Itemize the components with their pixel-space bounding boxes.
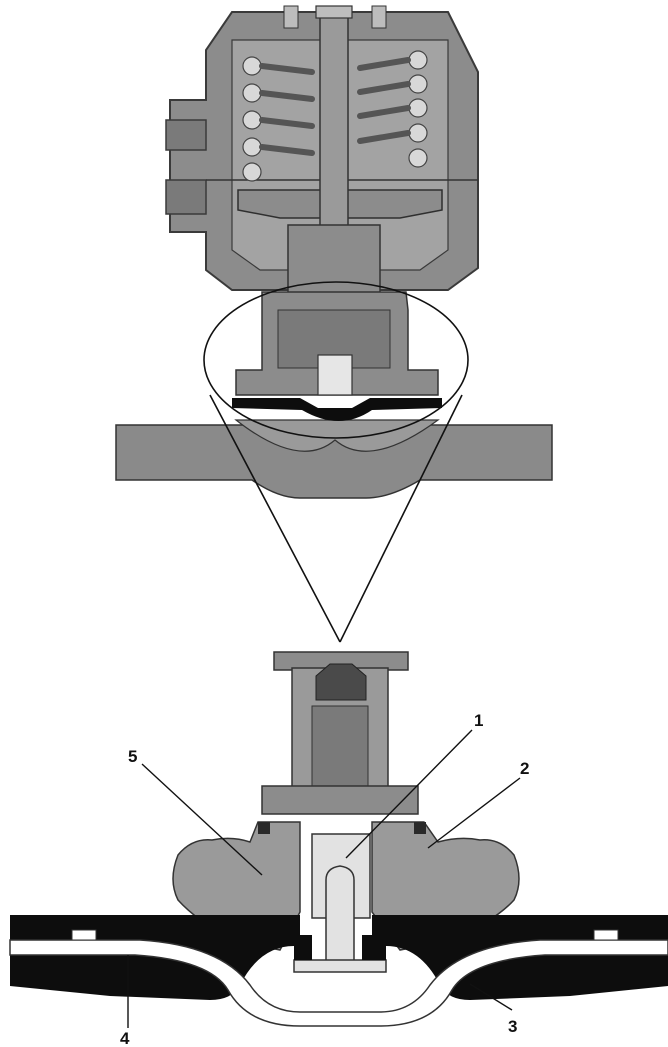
bolt-left <box>283 5 299 29</box>
backing-part-4 <box>9 939 668 1027</box>
callout-labels: 1 2 3 4 5 <box>120 711 529 1047</box>
callout-2: 2 <box>520 759 529 778</box>
cone-line-left <box>209 394 341 643</box>
compressor <box>317 354 353 396</box>
ring-part-2-right <box>414 822 426 834</box>
weir <box>234 419 440 452</box>
leader-2 <box>427 777 521 849</box>
cone-line-right <box>339 394 463 643</box>
callout-3: 3 <box>508 1017 517 1036</box>
actuator-housing <box>165 5 479 301</box>
magnifier <box>203 281 469 643</box>
detail-spindle-head <box>315 663 367 701</box>
side-port-lower <box>165 179 207 215</box>
bonnet-neck <box>287 224 381 301</box>
detail-spindle-inner <box>311 705 369 789</box>
right-clamp <box>593 929 619 941</box>
leader-3 <box>469 983 513 1011</box>
side-port-upper <box>165 119 207 151</box>
leader-1 <box>345 729 473 859</box>
bolt-right <box>371 5 387 29</box>
pipe <box>115 424 553 499</box>
stud-pin <box>325 865 355 963</box>
callout-4: 4 <box>120 1029 130 1047</box>
spring-left <box>242 56 315 182</box>
left-clamp <box>71 929 97 941</box>
callout-leaders <box>127 729 521 1028</box>
detail-view <box>9 651 668 1027</box>
spring-right <box>357 50 428 168</box>
valve-body <box>115 291 553 499</box>
callout-5: 5 <box>128 747 137 766</box>
detail-lower-flange <box>261 785 419 815</box>
leader-5 <box>141 763 263 876</box>
callout-1: 1 <box>474 711 483 730</box>
stud-foot <box>293 959 387 973</box>
detail-oval <box>203 281 469 439</box>
stem-cap <box>315 5 353 19</box>
upper-diaphragm <box>232 398 442 421</box>
ring-part-2-left <box>258 822 270 834</box>
